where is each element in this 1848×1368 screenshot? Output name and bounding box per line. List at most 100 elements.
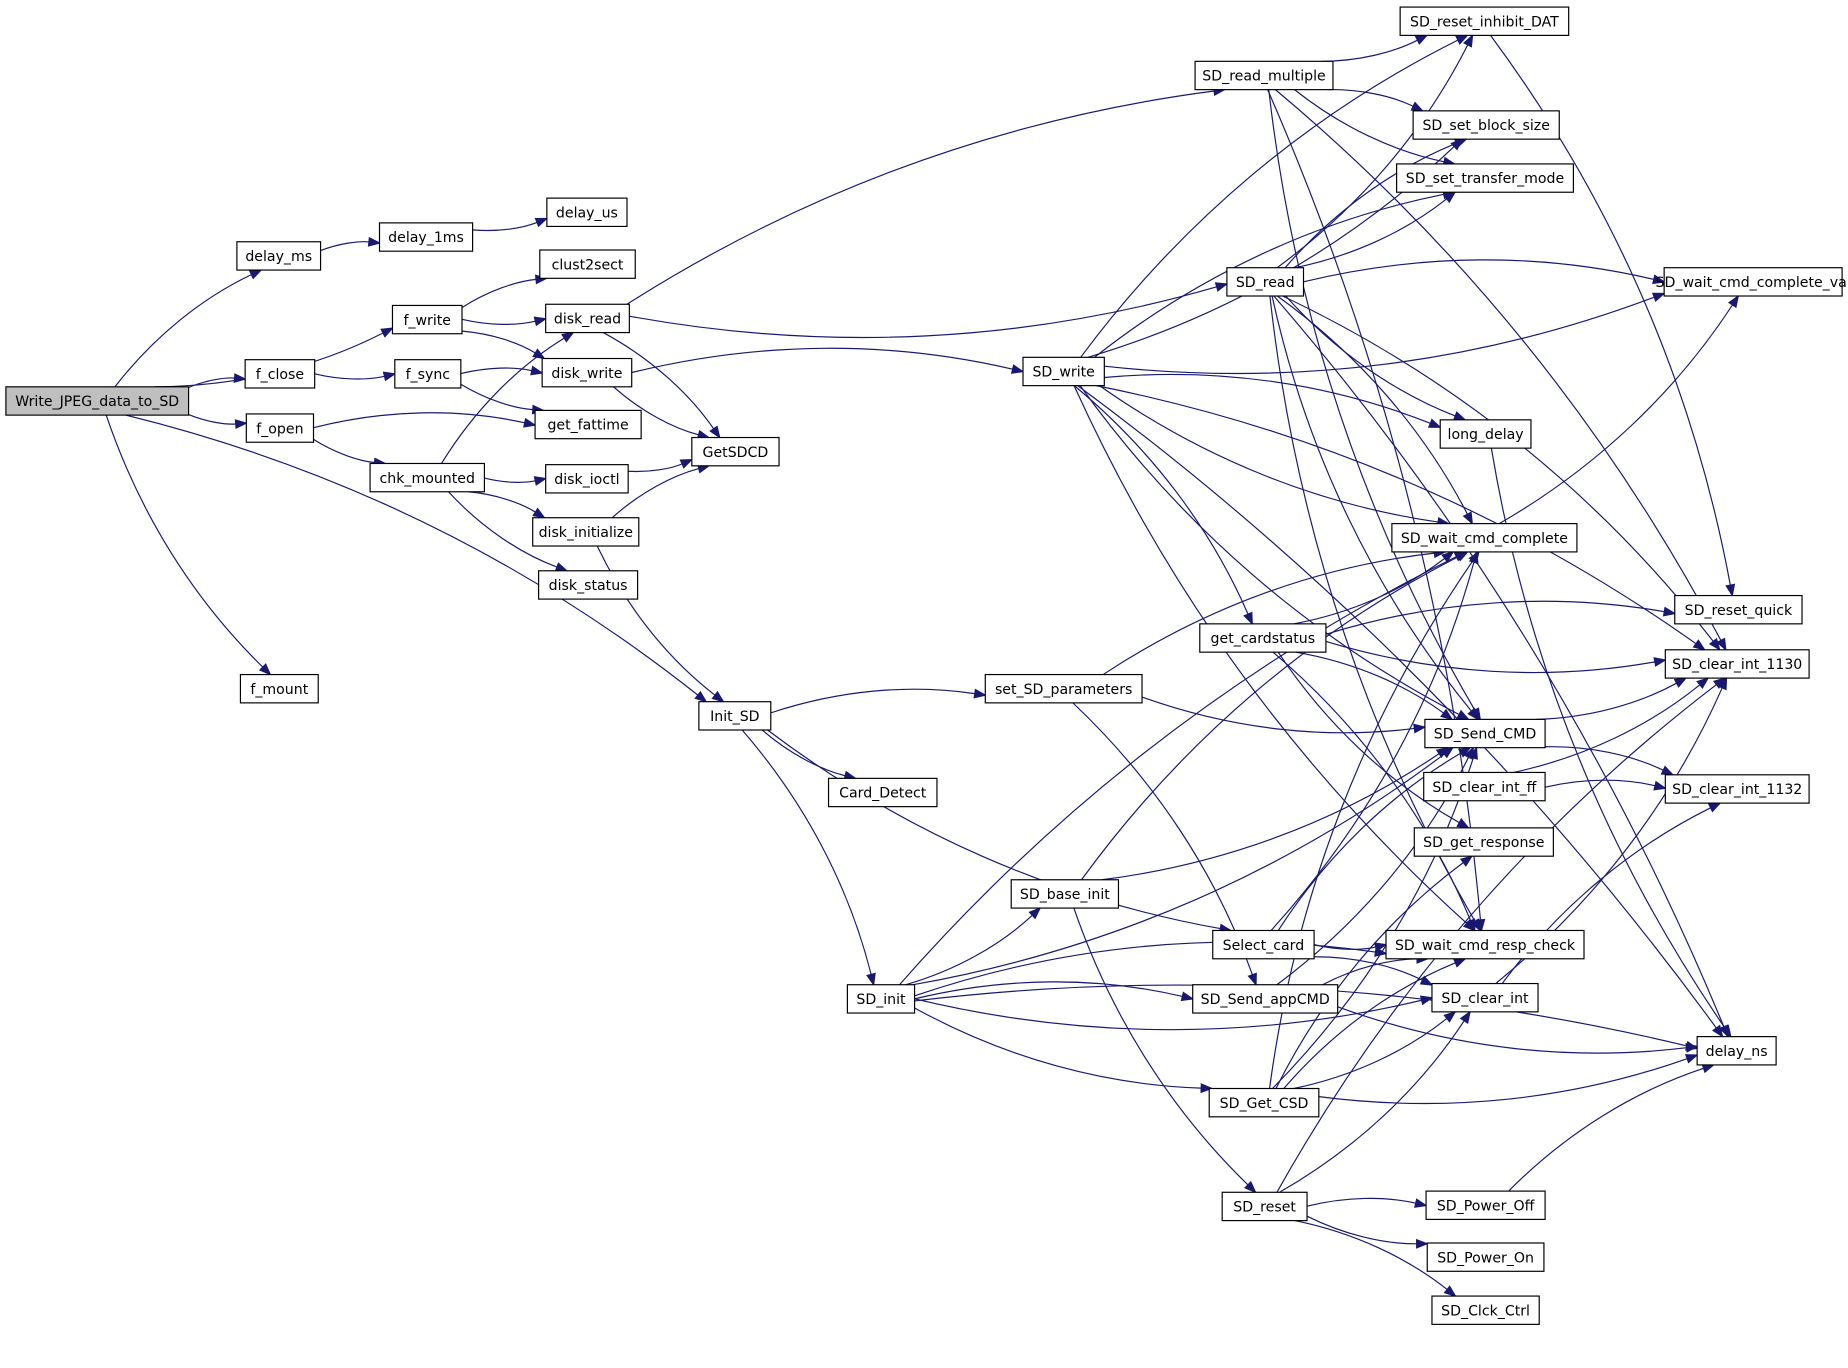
- node-sd-init[interactable]: SD_init: [846, 984, 916, 1014]
- node-sd-read[interactable]: SD_read: [1226, 267, 1305, 297]
- node-sd-get-csd[interactable]: SD_Get_CSD: [1208, 1087, 1320, 1118]
- node-clust2sect[interactable]: clust2sect: [539, 249, 636, 279]
- edge-f-open-to-chk-mounted: [313, 438, 387, 468]
- edge-line: [1141, 696, 1415, 734]
- node-sd-wait-cmd-complete[interactable]: SD_wait_cmd_complete: [1391, 523, 1578, 553]
- node-box: [244, 359, 316, 389]
- edge-sd-read-multiple-to-sd-clear-int-1130: [1275, 89, 1727, 652]
- edge-disk-ioctl-to-getsdcd: [628, 458, 694, 473]
- node-sd-set-transfer-mode[interactable]: SD_set_transfer_mode: [1396, 163, 1574, 193]
- node-disk-write[interactable]: disk_write: [541, 357, 633, 388]
- node-box: [1199, 623, 1327, 653]
- node-init-sd[interactable]: Init_SD: [698, 701, 772, 731]
- arrowhead-icon: [1452, 958, 1467, 968]
- node-sd-set-block-size[interactable]: SD_set_block_size: [1412, 110, 1560, 140]
- node-f-sync[interactable]: f_sync: [394, 359, 462, 389]
- node-sd-wait-cmd-resp-check[interactable]: SD_wait_cmd_resp_check: [1385, 929, 1585, 960]
- node-delay-ns[interactable]: delay_ns: [1696, 1036, 1777, 1066]
- node-delay-ms[interactable]: delay_ms: [236, 241, 322, 271]
- node-disk-status[interactable]: disk_status: [538, 570, 639, 600]
- node-select-card[interactable]: Select_card: [1212, 929, 1315, 960]
- node-get-cardstatus[interactable]: get_cardstatus: [1199, 623, 1327, 653]
- node-label: get_fattime: [547, 418, 628, 434]
- node-label: SD_Power_On: [1437, 1250, 1534, 1266]
- node-sd-clear-int[interactable]: SD_clear_int: [1431, 982, 1539, 1013]
- arrowhead-icon: [1247, 972, 1257, 987]
- edge-get-cardstatus-to-sd-reset-quick: [1325, 600, 1677, 635]
- node-box: [1424, 718, 1546, 749]
- node-sd-base-init[interactable]: SD_base_init: [1010, 879, 1120, 909]
- node-disk-ioctl[interactable]: disk_ioctl: [545, 464, 629, 494]
- edge-sd-get-csd-to-sd-clear-int: [1293, 1010, 1457, 1090]
- edge-line: [1282, 295, 1714, 642]
- node-long-delay[interactable]: long_delay: [1439, 419, 1532, 449]
- node-get-fattime[interactable]: get_fattime: [534, 409, 642, 440]
- node-sd-read-multiple[interactable]: SD_read_multiple: [1194, 60, 1334, 91]
- node-f-open[interactable]: f_open: [245, 413, 315, 443]
- arrowhead-icon: [866, 972, 876, 987]
- node-f-mount[interactable]: f_mount: [239, 673, 319, 704]
- node-sd-clear-int-1130[interactable]: SD_clear_int_1130: [1664, 649, 1810, 679]
- node-box: [539, 249, 636, 279]
- node-box: [239, 673, 319, 704]
- edge-line: [899, 556, 1457, 986]
- arrowhead-icon: [1443, 191, 1457, 204]
- arrowhead-icon: [1701, 1063, 1716, 1074]
- node-delay-us[interactable]: delay_us: [546, 197, 628, 228]
- node-box: [546, 197, 628, 228]
- edge-line: [905, 914, 1033, 986]
- edge-get-cardstatus-to-sd-wait-cmd-resp-check: [1272, 651, 1476, 932]
- node-box: [1192, 984, 1339, 1014]
- node-card-detect[interactable]: Card_Detect: [827, 777, 938, 808]
- node-set-sd-parameters[interactable]: set_SD_parameters: [984, 673, 1143, 704]
- edge-sd-write-to-long-delay: [1104, 373, 1442, 428]
- edge-line: [1295, 198, 1448, 269]
- node-sd-clear-int-1132[interactable]: SD_clear_int_1132: [1664, 774, 1810, 804]
- node-box: [1226, 267, 1305, 297]
- node-sd-clear-int-ff[interactable]: SD_clear_int_ff: [1423, 771, 1546, 802]
- node-f-close[interactable]: f_close: [244, 359, 316, 389]
- edge-line: [1272, 651, 1472, 921]
- node-sd-reset-inhibit-dat[interactable]: SD_reset_inhibit_DAT: [1399, 6, 1570, 36]
- arrowhead-icon: [711, 690, 725, 703]
- edge-sd-reset-to-sd-clear-int: [1279, 1010, 1471, 1193]
- node-disk-read[interactable]: disk_read: [545, 303, 630, 334]
- node-box: [827, 777, 938, 808]
- node-label: disk_status: [549, 578, 628, 594]
- node-sd-send-cmd[interactable]: SD_Send_CMD: [1424, 718, 1546, 749]
- edge-line: [1099, 385, 1439, 523]
- node-delay-1ms[interactable]: delay_1ms: [378, 222, 474, 252]
- node-label: SD_wait_cmd_complete_val: [1656, 275, 1848, 291]
- node-sd-get-response[interactable]: SD_get_response: [1413, 827, 1554, 857]
- arrowhead-icon: [1456, 818, 1470, 829]
- node-box: [1431, 982, 1539, 1013]
- edge-line: [1337, 1006, 1687, 1054]
- node-write-jpeg-data-to-sd[interactable]: Write_JPEG_data_to_SD: [5, 386, 190, 416]
- node-sd-reset[interactable]: SD_reset: [1221, 1191, 1308, 1222]
- arrowhead-icon: [1685, 1042, 1699, 1053]
- edge-line: [314, 373, 385, 380]
- edge-line: [914, 981, 1183, 1000]
- edge-init-sd-to-select-card: [767, 729, 1233, 934]
- edge-line: [1102, 552, 1435, 676]
- node-sd-wait-cmd-complete-val[interactable]: SD_wait_cmd_complete_val: [1656, 267, 1848, 297]
- node-label: Write_JPEG_data_to_SD: [15, 394, 179, 410]
- arrowhead-icon: [1214, 282, 1229, 292]
- node-box: [1399, 6, 1570, 36]
- node-sd-write[interactable]: SD_write: [1022, 356, 1105, 387]
- node-sd-reset-quick[interactable]: SD_reset_quick: [1674, 594, 1803, 625]
- node-sd-power-off[interactable]: SD_Power_Off: [1425, 1190, 1546, 1220]
- edge-sd-read-to-sd-set-transfer-mode: [1295, 191, 1457, 269]
- edge-line: [1306, 1197, 1416, 1207]
- node-chk-mounted[interactable]: chk_mounted: [369, 462, 485, 493]
- node-getsdcd[interactable]: GetSDCD: [691, 436, 780, 467]
- node-f-write[interactable]: f_write: [391, 304, 463, 335]
- node-sd-power-on[interactable]: SD_Power_On: [1426, 1242, 1545, 1272]
- node-label: GetSDCD: [703, 445, 769, 461]
- node-sd-clck-ctrl[interactable]: SD_Clck_Ctrl: [1431, 1295, 1540, 1325]
- node-disk-initialize[interactable]: disk_initialize: [532, 517, 640, 547]
- node-box: [1412, 110, 1560, 140]
- node-sd-send-appcmd[interactable]: SD_Send_appCMD: [1192, 984, 1339, 1014]
- arrowhead-icon: [1468, 746, 1478, 760]
- edge-disk-read-to-sd-read-multiple: [626, 86, 1227, 305]
